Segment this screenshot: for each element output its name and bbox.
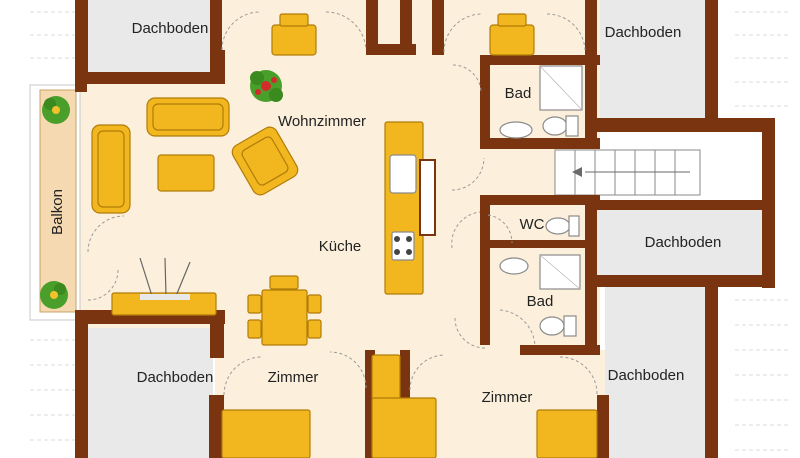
room-label-zimmer-left: Zimmer [268,369,319,386]
room-label-bad-upper: Bad [505,85,532,102]
attic-areas [88,0,767,458]
room-label-zimmer-right: Zimmer [482,389,533,406]
staircase [554,149,701,196]
plant-icon [250,70,283,102]
sanitary-fixtures [499,65,583,337]
room-label-balkon: Balkon [49,189,66,235]
balcony [29,84,81,321]
room-label-dachboden-bottom-right: Dachboden [608,367,685,384]
room-label-dachboden-mid-right: Dachboden [645,234,722,251]
door-swings [87,11,598,396]
balcony-plant-top-icon [42,96,70,124]
room-label-dachboden-top-left: Dachboden [132,20,209,37]
room-label-bad-lower: Bad [527,293,554,310]
room-label-kueche: Küche [319,238,362,255]
room-label-dachboden-bottom-left: Dachboden [137,369,214,386]
balcony-plant-bottom-icon [40,281,68,309]
roof-tiles [30,11,790,451]
room-label-wohnzimmer: Wohnzimmer [278,113,366,130]
room-label-wc: WC [520,216,545,233]
furniture [91,13,598,458]
room-label-dachboden-top-right: Dachboden [605,24,682,41]
